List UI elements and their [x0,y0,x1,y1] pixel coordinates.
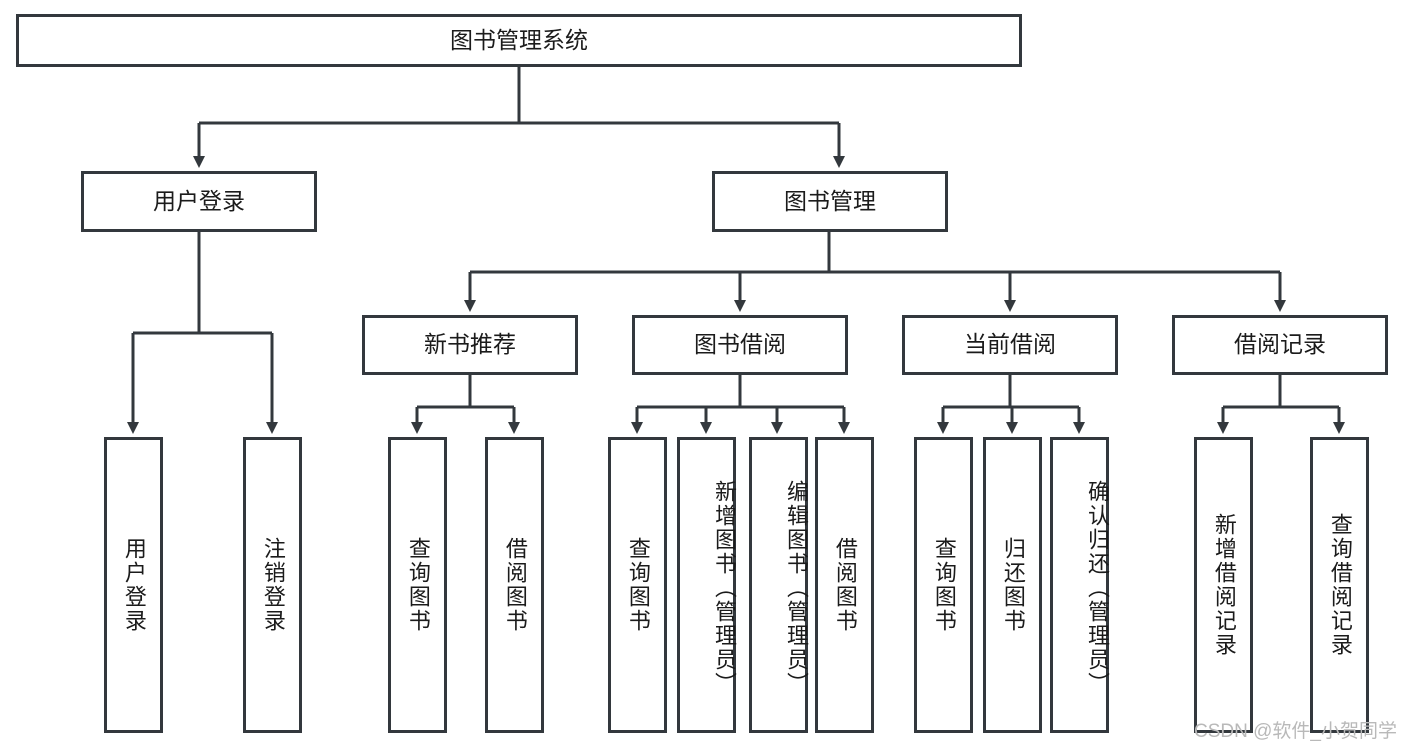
node-book-borrow[interactable]: 图书借阅 [632,315,848,375]
leaf-boxes [104,437,1369,733]
leaf-box-query-book-3 [914,437,973,733]
connector-root-to-level1 [193,67,845,168]
leaf-box-add-book [677,437,736,733]
leaf-box-logout [243,437,302,733]
connector-record-to-leaves [1217,375,1345,434]
leaf-box-add-record [1194,437,1253,733]
leaf-box-query-book-2 [608,437,667,733]
node-user-login[interactable]: 用户登录 [81,171,317,232]
node-current-borrow[interactable]: 当前借阅 [902,315,1118,375]
watermark-text: CSDN @软件_小贺同学 [1194,721,1397,742]
node-book-borrow-label: 图书借阅 [694,331,786,357]
leaf-box-borrow-book-1 [485,437,544,733]
connector-borrow-to-leaves [631,375,850,434]
node-new-book-recommend-label: 新书推荐 [424,331,516,357]
node-book-management-label: 图书管理 [784,188,876,214]
node-book-management[interactable]: 图书管理 [712,171,948,232]
leaf-box-borrow-book-2 [815,437,874,733]
node-borrow-record[interactable]: 借阅记录 [1172,315,1388,375]
connector-bookmgmt-to-level2 [464,232,1286,312]
leaf-box-edit-book [749,437,808,733]
node-new-book-recommend[interactable]: 新书推荐 [362,315,578,375]
node-root[interactable]: 图书管理系统 [16,14,1022,67]
leaf-box-query-record [1310,437,1369,733]
node-borrow-record-label: 借阅记录 [1234,331,1326,357]
connector-current-to-leaves [937,375,1085,434]
node-root-label: 图书管理系统 [450,27,588,53]
leaf-box-query-book-1 [388,437,447,733]
leaf-box-return-book [983,437,1042,733]
leaf-box-user-login [104,437,163,733]
node-user-login-label: 用户登录 [153,188,245,214]
node-current-borrow-label: 当前借阅 [964,331,1056,357]
connector-newbook-to-leaves [411,375,520,434]
connector-userlogin-to-leaves [127,232,278,434]
leaf-box-confirm-return [1050,437,1109,733]
